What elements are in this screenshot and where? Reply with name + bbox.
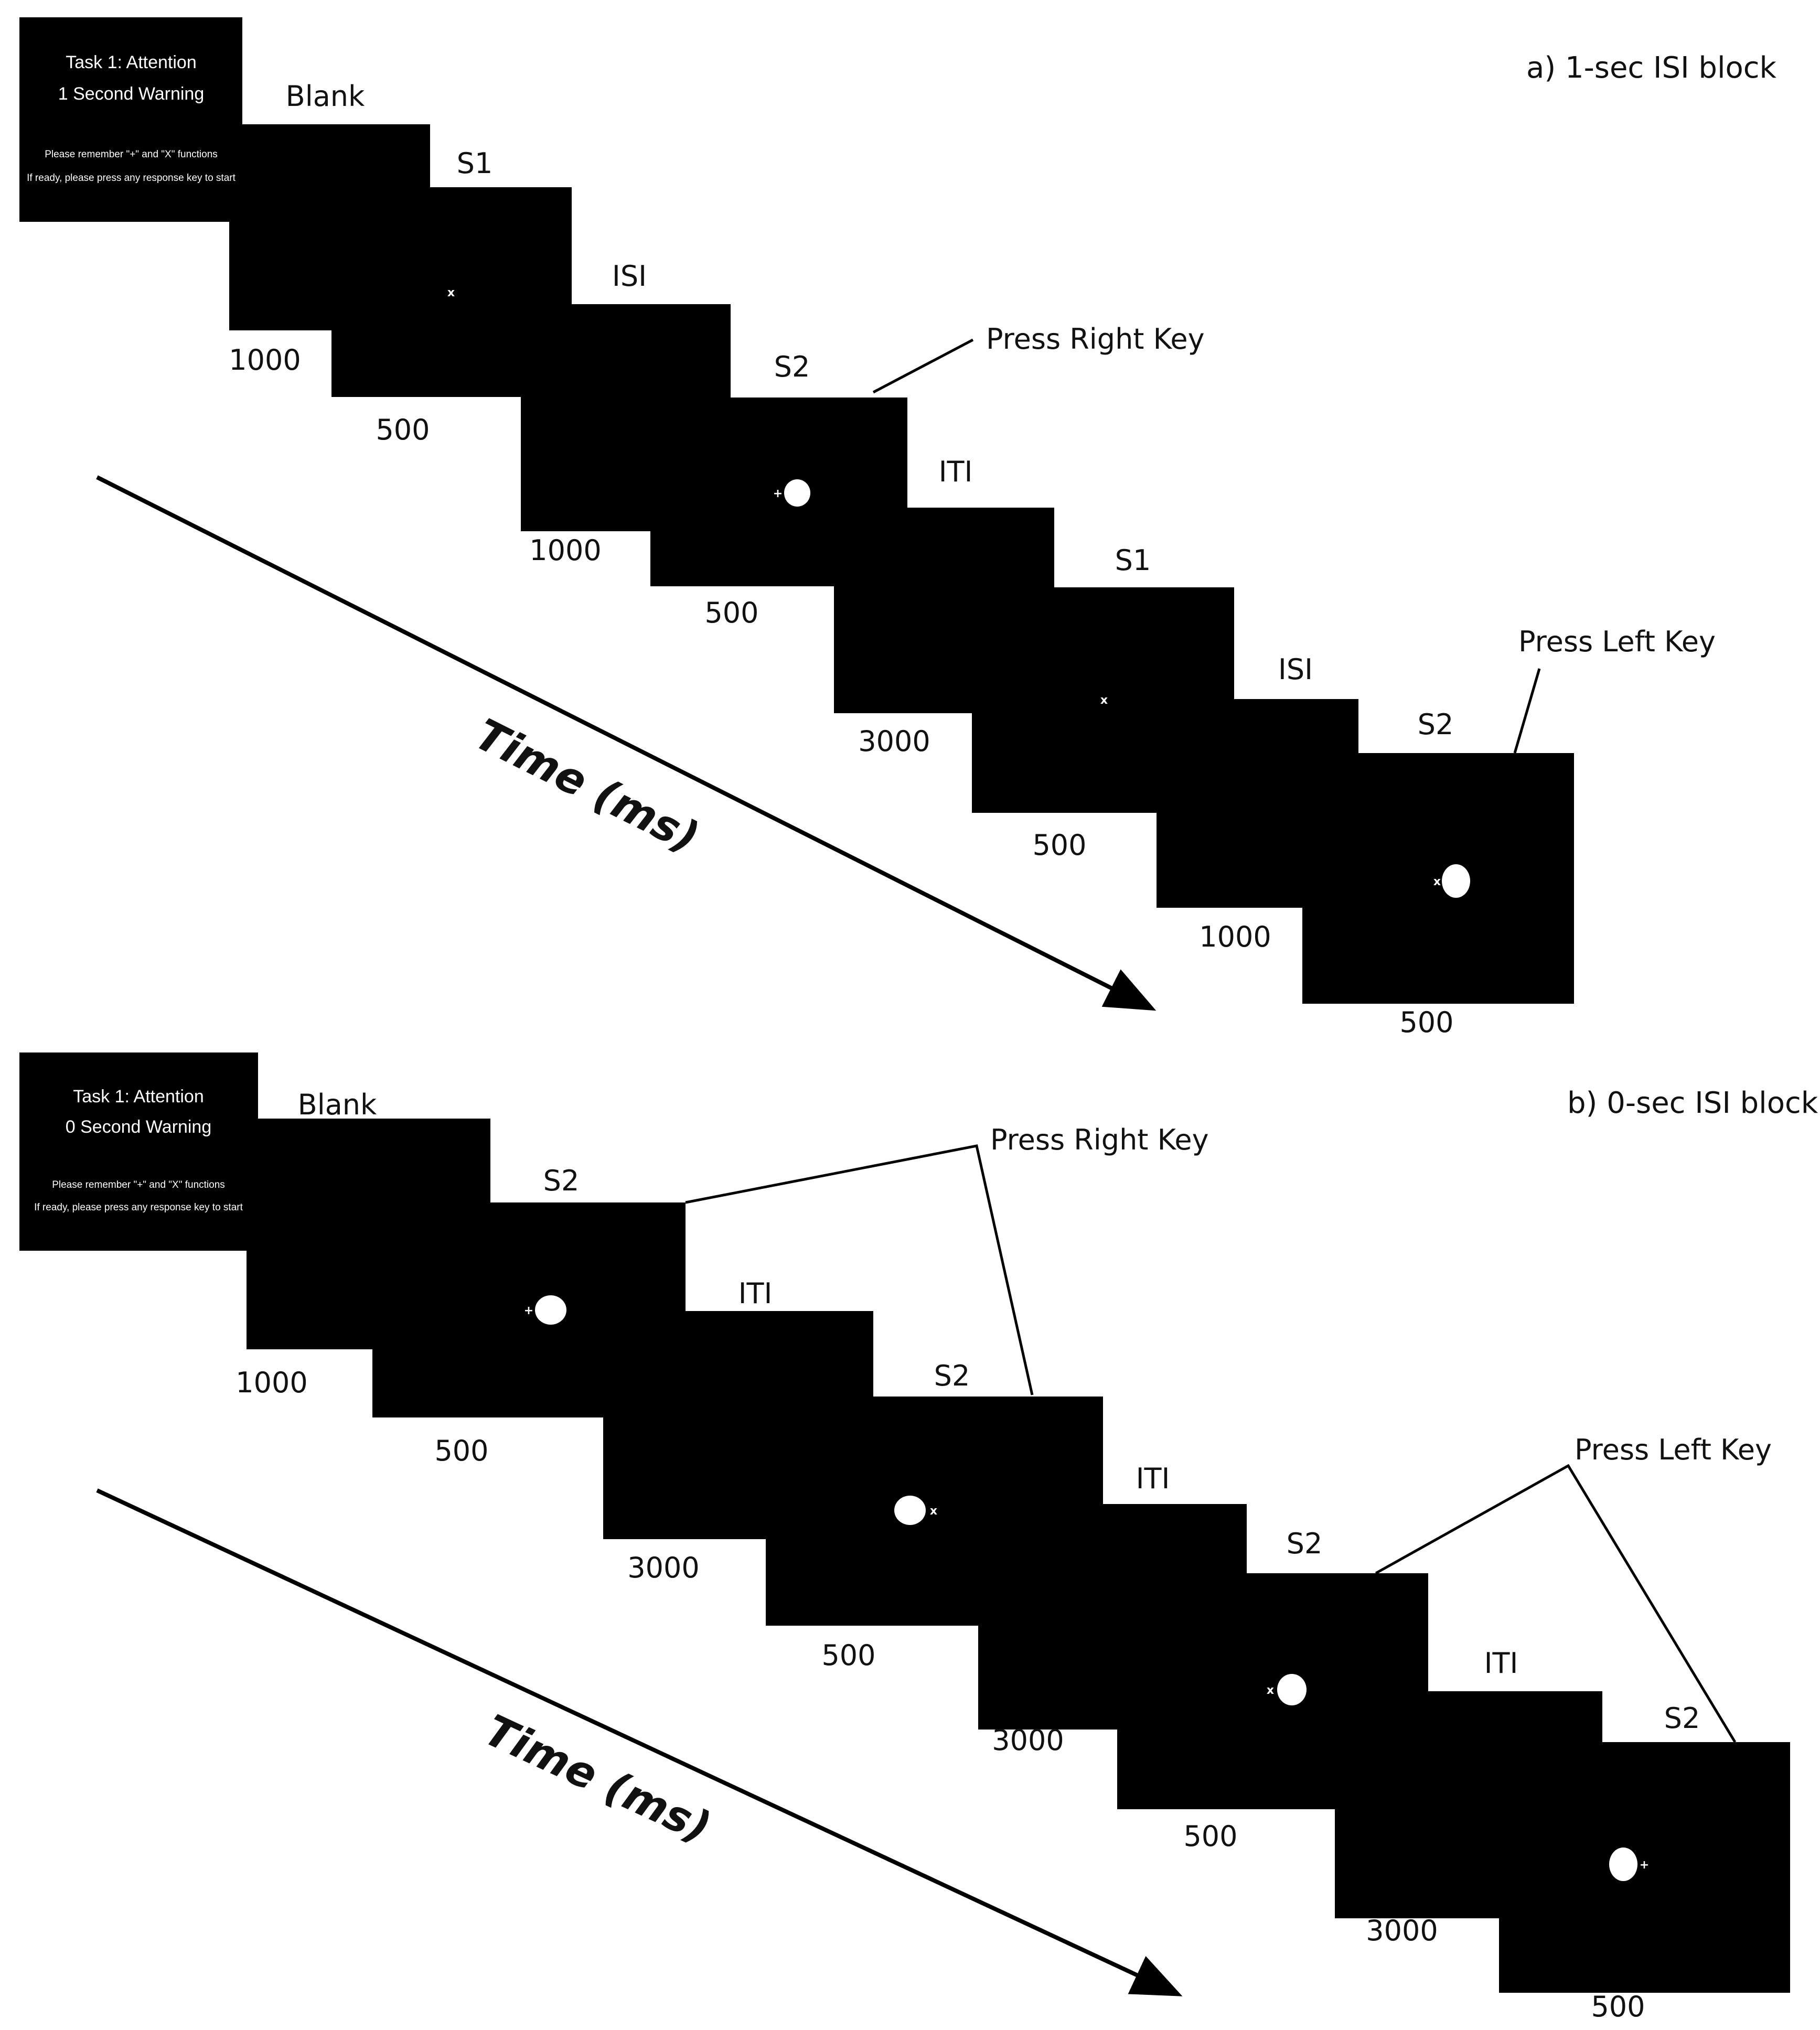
panel-b: b) 0-sec ISI block Task 1: Attention 0 S…	[19, 1052, 1818, 2023]
panel-a-duration-5: 3000	[858, 725, 930, 758]
panel-b-response-2-bracket	[1375, 1464, 1737, 1743]
panel-a-duration-7: 1000	[1199, 920, 1271, 953]
panel-a-duration-1: 1000	[229, 343, 301, 377]
panel-a-duration-4: 500	[704, 596, 758, 629]
panel-b-label-1: Blank	[298, 1088, 377, 1121]
panel-a-time-arrow	[96, 475, 1157, 1011]
panel-a-response-1: Press Right Key	[986, 323, 1205, 356]
panel-a-duration-6: 500	[1032, 829, 1086, 862]
panel-b-duration-7: 3000	[1366, 1914, 1438, 1947]
panel-b-label-4: S2	[934, 1359, 970, 1392]
panel-a-label-2: S1	[457, 147, 493, 180]
panel-a-frame-4-circle	[784, 479, 810, 507]
panel-b-frame-4-circle	[894, 1496, 926, 1525]
panel-a-duration-2: 500	[376, 413, 430, 446]
panel-b-response-1-bracket	[685, 1144, 1034, 1395]
panel-a-frame-2-symbol: x	[447, 286, 455, 299]
panel-b-frame-2-circle	[535, 1295, 566, 1325]
panel-b-frame-2-symbol: +	[524, 1304, 533, 1317]
panel-b-frame-8-circle	[1609, 1848, 1637, 1881]
panel-b-duration-5: 3000	[992, 1724, 1064, 1757]
panel-b-title: b) 0-sec ISI block	[1567, 1086, 1818, 1120]
panel-a-label-6: S1	[1115, 544, 1151, 577]
panel-b-response-2: Press Left Key	[1575, 1433, 1772, 1466]
panel-b-intro-screen	[19, 1052, 258, 1251]
panel-b-duration-3: 3000	[627, 1551, 699, 1584]
panel-b-frame-6-circle	[1277, 1674, 1307, 1705]
panel-a-label-5: ITI	[939, 455, 973, 488]
panel-b-label-2: S2	[543, 1164, 580, 1197]
panel-a-label-8: S2	[1418, 708, 1454, 741]
panel-b-frame-6-symbol: x	[1267, 1684, 1274, 1697]
panel-b-label-5: ITI	[1136, 1462, 1170, 1495]
panel-b-time-label: Time (ms)	[477, 1705, 719, 1853]
panel-a-intro-screen	[19, 17, 242, 222]
panel-b-response-1: Press Right Key	[990, 1123, 1209, 1156]
panel-a-frame-6-symbol: x	[1100, 694, 1108, 707]
panel-a-response-2-line	[1513, 668, 1541, 754]
panel-a-label-7: ISI	[1278, 653, 1313, 686]
panel-b-label-6: S2	[1287, 1527, 1323, 1560]
panel-a-intro-line3: Please remember "+" and "X" functions	[45, 149, 218, 160]
panel-a-label-3: ISI	[612, 260, 647, 293]
panel-b-frame-1	[247, 1119, 490, 1349]
panel-b-frame-8-symbol: +	[1640, 1859, 1649, 1872]
panel-a-title: a) 1-sec ISI block	[1526, 51, 1777, 85]
panel-a-label-4: S2	[774, 350, 810, 383]
panel-a-intro-line1: Task 1: Attention	[66, 52, 197, 72]
panel-b-label-8: S2	[1664, 1702, 1700, 1735]
panel-b-label-7: ITI	[1484, 1647, 1518, 1680]
panel-a-time-label: Time (ms)	[467, 710, 706, 863]
panel-b-time-arrow	[96, 1488, 1183, 1996]
panel-b-duration-8: 500	[1591, 1990, 1645, 2023]
panel-b-duration-4: 500	[821, 1639, 875, 1672]
panel-b-label-3: ITI	[738, 1277, 773, 1310]
panel-a-frame-1	[229, 124, 430, 330]
panel-a-intro-line4: If ready, please press any response key …	[27, 173, 236, 184]
panel-b-duration-6: 500	[1183, 1820, 1237, 1853]
panel-b-duration-2: 500	[434, 1434, 488, 1467]
panel-b-intro-line1: Task 1: Attention	[73, 1087, 204, 1107]
panel-a-duration-8: 500	[1399, 1006, 1453, 1039]
panel-a-label-1: Blank	[286, 80, 365, 113]
panel-b-intro-line4: If ready, please press any response key …	[34, 1202, 243, 1213]
panel-a-intro-line2: 1 Second Warning	[58, 84, 204, 104]
panel-b-frame-4-symbol: x	[930, 1505, 937, 1518]
panel-a-response-2: Press Left Key	[1518, 625, 1716, 658]
panel-a-frame-8-circle	[1442, 864, 1470, 898]
panel-a-frame-8-symbol: x	[1433, 875, 1441, 888]
panel-a-response-1-line	[872, 338, 974, 394]
panel-a-duration-3: 1000	[529, 534, 601, 567]
panel-b-duration-1: 1000	[235, 1366, 307, 1399]
panel-a: a) 1-sec ISI block Task 1: Attention 1 S…	[19, 17, 1777, 1039]
panel-b-intro-line2: 0 Second Warning	[66, 1117, 211, 1137]
panel-a-frame-4-symbol: +	[773, 487, 783, 500]
panel-b-intro-line3: Please remember "+" and "X" functions	[52, 1179, 225, 1190]
